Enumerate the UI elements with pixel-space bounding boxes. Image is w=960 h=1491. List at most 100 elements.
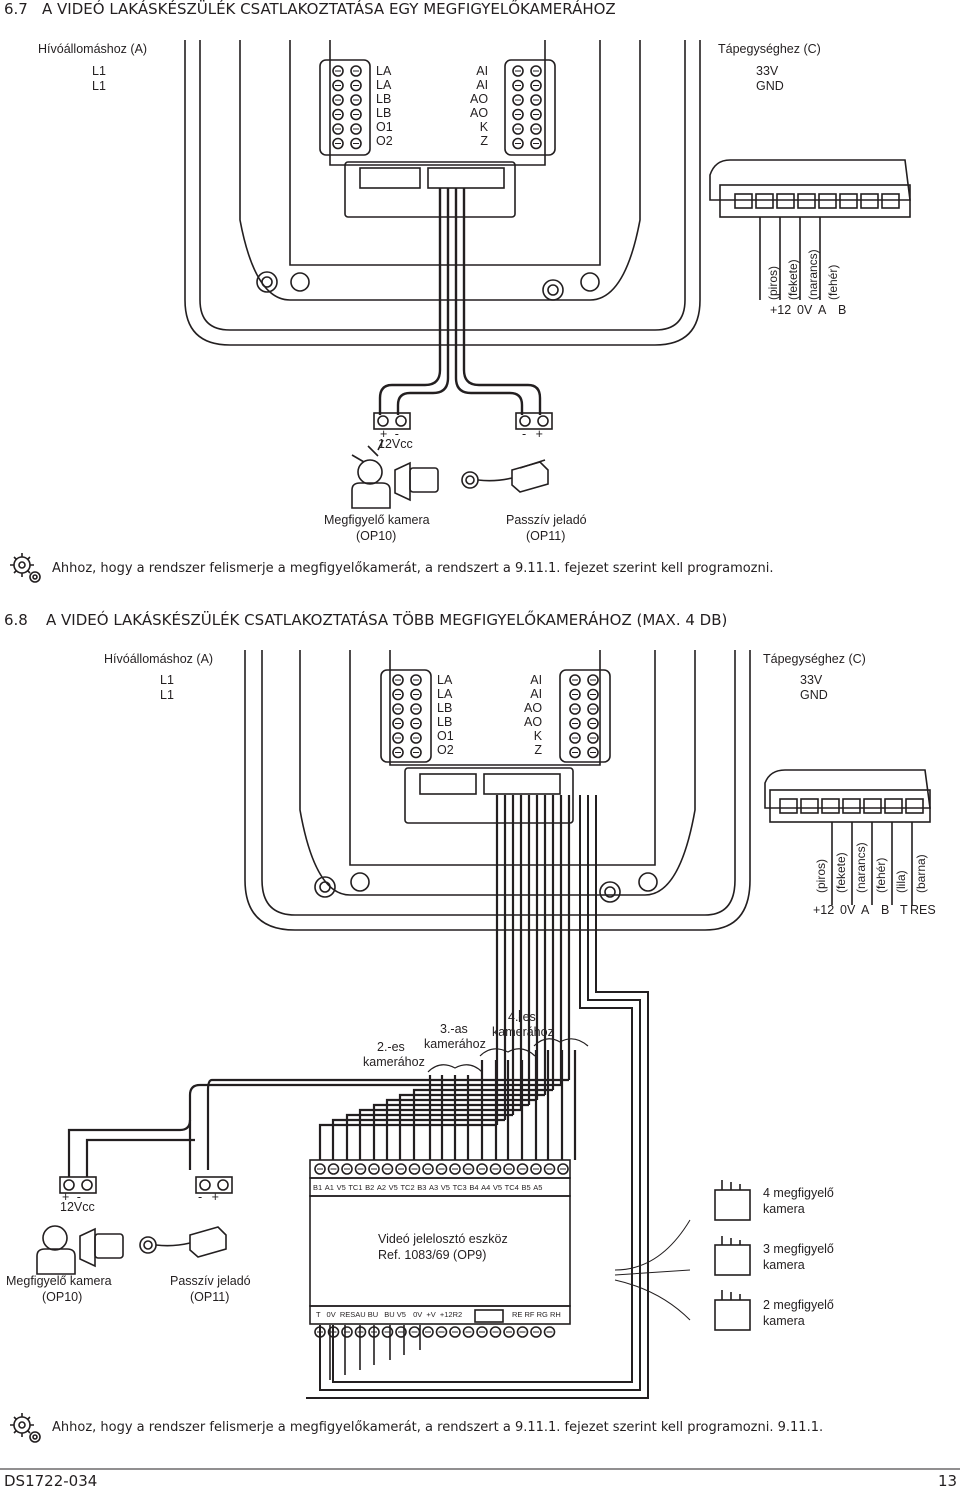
s1-signal-4: B [838,303,847,317]
terminal-label: AI [476,64,489,78]
distributor-screw [543,1163,556,1175]
s1-camera-name: Megfigyelő kamera [324,513,430,527]
screw-terminal [569,703,581,715]
footer-doc-id: DS1722-034 [4,1472,98,1490]
screw-terminal [587,732,599,744]
dist-terminal: B5 [521,1183,531,1192]
terminal-label: K [533,729,543,743]
s1-wire-color-3: (narancs) [806,249,820,300]
distributor-screw [341,1326,353,1338]
connector-pin [734,193,753,209]
dist-terminal: BU [367,1310,379,1319]
dist-terminal: RES [339,1310,356,1319]
dist-terminal: TC1 [348,1183,363,1192]
s2-signal-2: 0V [840,903,856,917]
s1-call-station-label: Hívóállomáshoz (A) [38,42,148,56]
terminal-label: AO [470,106,489,120]
s2-signal-4: B [881,903,890,917]
s2-cam4-line2: kamerához [492,1025,554,1039]
s2-jumper-drawings [614,1180,751,1331]
connector-pin [884,798,903,814]
dist-terminal: R2 [452,1310,463,1319]
connector-pin [755,193,774,209]
screw-terminal [410,688,422,701]
s2-cam3-line1: 3.-as [440,1022,468,1036]
screw-terminal [410,732,422,744]
s1-wire-color-1: (piros) [766,265,780,300]
screw-terminal [569,732,581,744]
s1-wire-color-2: (fekete) [786,259,800,300]
terminal-label: O1 [437,729,454,743]
terminal-label: K [479,120,489,134]
distributor-screw [368,1163,380,1175]
screw-terminal [410,717,422,730]
dist-terminal: RH [549,1310,561,1319]
distributor-screw [314,1163,326,1175]
s1-wire-color-4: (fehér) [826,264,840,300]
screw-terminal [332,94,344,106]
s1-cam-voltage: 12Vcc [378,437,413,451]
s2-right-terminal-labels: AI AI AO AO K Z [524,673,542,757]
terminal-label: AI [476,78,489,92]
s2-power-loop [306,795,649,1399]
screw-terminal [392,717,404,730]
screw-terminal [530,108,542,121]
screw-terminal [350,123,362,135]
connector-pin [863,798,882,814]
connector-pin [818,193,837,209]
s1-cam-polarity: + - [380,427,399,441]
connector-pin [797,193,816,209]
screw-terminal [512,108,524,121]
screw-terminal [392,746,404,759]
dist-terminal: +V [426,1310,436,1319]
screw-terminal [569,688,581,701]
dist-terminal: V5 [492,1183,503,1192]
s1-left-terminal-labels: LA LA LB LB O1 O2 [376,64,393,148]
screw-terminal [350,65,362,77]
dist-terminal: +12 [439,1310,453,1319]
screw-terminal [332,108,344,121]
dist-terminal: V5 [440,1183,450,1192]
dist-terminal: TC4 [504,1183,519,1192]
terminal-label: LB [437,715,453,729]
s2-cam-polarity: + - [62,1190,81,1204]
terminal-label: O2 [437,743,454,757]
terminal-label: LA [437,687,453,701]
dist-terminal: 0V [326,1310,336,1319]
screw-terminal [512,123,524,135]
s1-camera-drawing [351,439,439,509]
terminal-label: LB [376,92,392,106]
screw-terminal [512,94,524,106]
s1-signal-2: 0V [797,303,813,317]
distributor-screw [381,1326,394,1338]
screw-terminal [410,674,422,686]
s2-passive-polarity: - + [198,1190,219,1204]
screw-terminal [530,123,542,135]
screw-terminal [410,746,422,759]
distributor-screw [462,1326,475,1338]
s1-programming-note: Ahhoz, hogy a rendszer felismerje a megf… [52,561,774,576]
s1-left-terminals [332,65,362,150]
s2-distributor-top-labels: B1 A1 V5 TC1 B2 A2 V5 TC2 B3 A3 V5 TC3 B… [313,1183,542,1192]
screw-terminal [332,65,344,77]
screw-terminal [392,732,404,744]
screw-terminal [332,123,344,135]
distributor-screw [530,1326,542,1338]
s2-left-terminals [392,674,422,759]
screw-terminal [392,674,404,686]
s1-signal-1: +12 [770,303,792,317]
screw-terminal [512,79,524,92]
s1-passive-name: Passzív jeladó [506,513,587,527]
distributor-screw [476,1163,488,1175]
s1-gnd: GND [756,79,784,93]
footer-page-number: 13 [938,1472,958,1490]
connector-pin [881,193,900,209]
dist-terminal: A1 [324,1183,334,1192]
screw-terminal [569,717,581,730]
s2-signal-3: A [861,903,870,917]
distributor-screw [395,1163,407,1175]
s2-33v: 33V [800,673,823,687]
terminal-label: LA [376,78,392,92]
terminal-label: AO [524,701,543,715]
s2-wire-color-3: (narancs) [854,842,868,893]
